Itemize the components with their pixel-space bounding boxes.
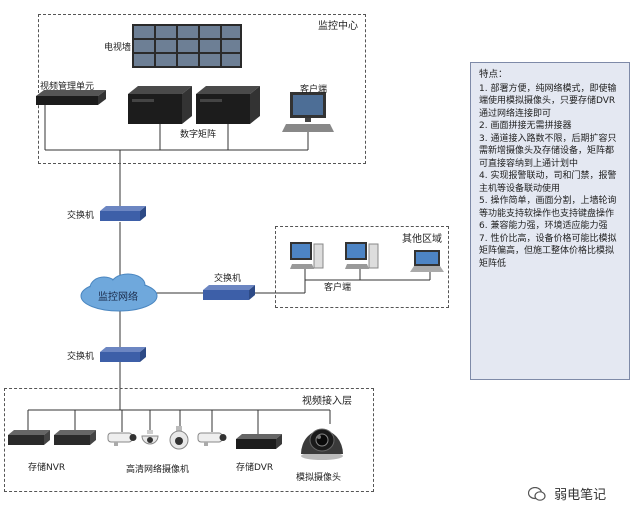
desktop-computer-icon <box>345 242 379 274</box>
network-switch-icon <box>203 285 255 305</box>
client-label: 客户端 <box>300 85 328 95</box>
feature-item: 1. 部署方便，纯网络模式，即使输端使用模拟摄像头，只要存储DVR通过网络连接即… <box>479 83 617 119</box>
feature-item: 4. 实现报警联动，司和门禁，报警主机等设备联动使用 <box>479 171 617 194</box>
switch-bottom-label: 交换机 <box>67 352 95 362</box>
feature-item: 2. 画面拼接无需拼接器 <box>479 121 572 131</box>
desktop-computer-icon <box>282 92 334 136</box>
digital-matrix-label: 数字矩阵 <box>180 130 217 140</box>
video-wall-icon <box>132 24 242 72</box>
control-center-box <box>38 14 366 164</box>
other-area-box <box>275 226 449 308</box>
nvr-device-icon <box>8 430 50 450</box>
feature-item: 3. 通道接入路数不限，后期扩容只需新增摄像头及存储设备，矩阵都可直接容纳到上通… <box>479 133 617 169</box>
feature-item: 7. 性价比高，设备价格可能比模拟矩阵偏高，但施工整体价格比模拟矩阵低 <box>479 233 617 269</box>
storage-dvr-label: 存储DVR <box>236 463 274 473</box>
watermark-text: 弱电笔记 <box>554 488 607 503</box>
wechat-icon <box>527 486 546 505</box>
other-area-title: 其他区域 <box>402 234 442 245</box>
cloud-label: 监控网络 <box>98 292 138 303</box>
video-access-box <box>4 388 374 492</box>
storage-nvr-label: 存储NVR <box>28 463 66 473</box>
other-area-clients-label: 客户端 <box>324 283 352 293</box>
server-icon <box>196 86 260 128</box>
feature-item: 6. 兼容能力强，环境适应能力强 <box>479 221 608 231</box>
control-center-title: 监控中心 <box>318 21 358 32</box>
ptz-camera-icon <box>166 426 192 454</box>
analog-dome-camera-icon <box>298 418 346 464</box>
desktop-computer-icon <box>290 242 324 274</box>
laptop-icon <box>410 250 444 278</box>
hd-ip-camera-label: 高清网络摄像机 <box>126 465 190 475</box>
nvr-device-icon <box>54 430 96 450</box>
analog-camera-label: 模拟摄像头 <box>296 473 342 483</box>
switch-top-label: 交换机 <box>67 211 95 221</box>
switch-right-label: 交换机 <box>214 274 242 284</box>
video-wall-label: 电视墙 <box>104 43 132 53</box>
watermark: 弱电笔记 <box>527 484 607 505</box>
video-access-title: 视频接入层 <box>302 396 352 407</box>
feature-item: 5. 操作简单，画面分割，上墙轮询等功能支持软操作也支持键盘操作 <box>479 196 617 219</box>
server-icon <box>128 86 192 128</box>
features-panel: 特点： 1. 部署方便，纯网络模式，即使输端使用模拟摄像头，只要存储DVR通过网… <box>470 62 630 380</box>
mgmt-unit-label: 视频管理单元 <box>40 82 95 92</box>
features-title: 特点： <box>479 69 508 80</box>
server-rack-icon <box>36 90 106 110</box>
cloud-icon <box>78 272 160 318</box>
bullet-camera-icon <box>106 430 138 450</box>
bullet-camera-icon <box>196 430 228 450</box>
network-switch-icon <box>100 347 146 367</box>
dome-camera-icon <box>140 430 160 452</box>
dvr-device-icon <box>236 434 282 454</box>
network-switch-icon <box>100 206 146 226</box>
